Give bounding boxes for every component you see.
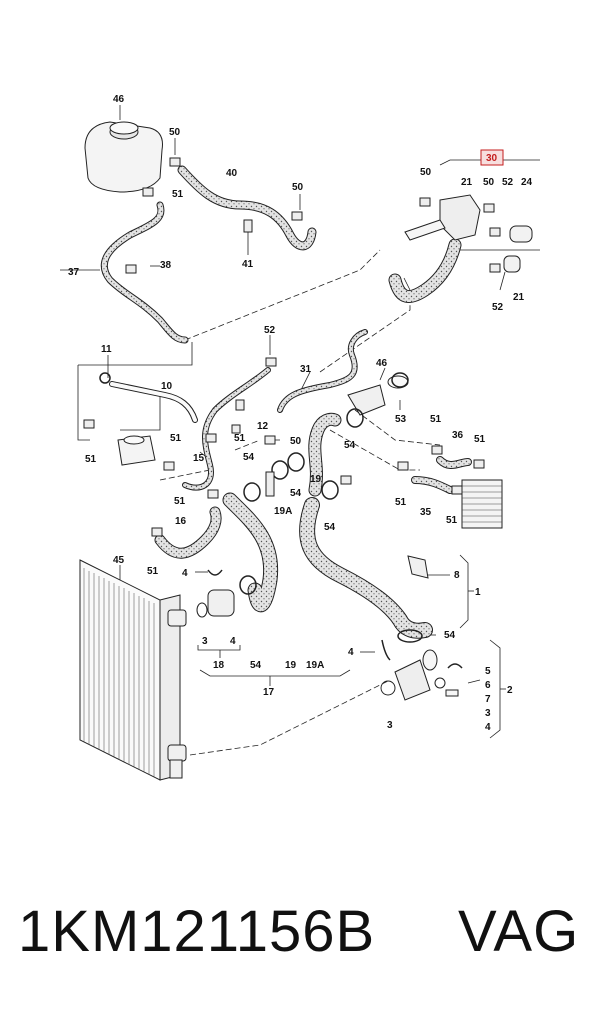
highlight-box-30 — [480, 149, 504, 166]
callout-51-e: 51 — [430, 414, 442, 425]
callout-19A-a: 19A — [274, 506, 292, 517]
callout-1: 1 — [475, 587, 481, 598]
callout-4-c: 4 — [348, 647, 354, 658]
callout-38: 38 — [160, 260, 172, 271]
fittings — [196, 555, 429, 661]
callout-19-b: 19 — [285, 660, 297, 671]
callout-51-h: 51 — [395, 497, 407, 508]
spring-clamps — [83, 157, 501, 537]
callout-51-j: 51 — [147, 566, 159, 577]
callout-53: 53 — [395, 414, 407, 425]
callout-labels: 46 50 51 40 50 41 37 38 30 50 21 50 52 2… — [68, 94, 533, 733]
callout-17: 17 — [263, 687, 275, 698]
callout-24: 24 — [521, 177, 533, 188]
callout-40: 40 — [226, 168, 238, 179]
callout-52-a: 52 — [502, 177, 514, 188]
callout-50-a: 50 — [169, 127, 181, 138]
callout-4-d: 4 — [485, 722, 491, 733]
callout-15: 15 — [193, 453, 205, 464]
callout-54-f: 54 — [250, 660, 262, 671]
callout-51-f: 51 — [474, 434, 486, 445]
callout-46-b: 46 — [376, 358, 388, 369]
callout-51-a: 51 — [172, 189, 184, 200]
callout-19A-b: 19A — [306, 660, 324, 671]
callout-12: 12 — [257, 421, 269, 432]
callout-10: 10 — [161, 381, 173, 392]
radiator — [79, 559, 187, 781]
part-number: 1KM121156B — [18, 899, 376, 964]
oil-cooler — [461, 479, 503, 529]
cooling-system-diagram: 46 50 51 40 50 41 37 38 30 50 21 50 52 2… — [60, 94, 540, 781]
callout-3-b: 3 — [485, 708, 491, 719]
brand-name: VAG — [458, 899, 580, 964]
callout-54-b: 54 — [243, 452, 255, 463]
callout-46-tank: 46 — [113, 94, 125, 105]
callout-4-b: 4 — [230, 636, 236, 647]
callout-5: 5 — [485, 666, 491, 677]
callout-50-d: 50 — [483, 177, 495, 188]
callout-2: 2 — [507, 685, 513, 696]
callout-3-c: 3 — [387, 720, 393, 731]
callout-54-c: 54 — [290, 488, 302, 499]
callout-50-b: 50 — [292, 182, 304, 193]
callout-37: 37 — [68, 267, 80, 278]
callout-54-d: 54 — [324, 522, 336, 533]
callout-54-e: 54 — [444, 630, 456, 641]
callout-18: 18 — [213, 660, 225, 671]
callout-51-g: 51 — [174, 496, 186, 507]
callout-16: 16 — [175, 516, 187, 527]
callout-51-c: 51 — [170, 433, 182, 444]
clamps — [99, 372, 423, 643]
small-reservoir — [117, 435, 156, 466]
callout-4-a: 4 — [182, 568, 188, 579]
callout-54-a: 54 — [344, 440, 356, 451]
callout-51-d: 51 — [234, 433, 246, 444]
callout-19-a: 19 — [310, 474, 322, 485]
callout-52-b: 52 — [492, 302, 504, 313]
callout-36: 36 — [452, 430, 464, 441]
callout-3-a: 3 — [202, 636, 208, 647]
callout-50-e: 50 — [290, 436, 302, 447]
callout-45: 45 — [113, 555, 125, 566]
callout-51-b: 51 — [85, 454, 97, 465]
callout-50-c: 50 — [420, 167, 432, 178]
callout-31: 31 — [300, 364, 312, 375]
callout-30: 30 — [486, 153, 498, 164]
expansion-tank — [84, 121, 163, 193]
callout-21-b: 21 — [513, 292, 525, 303]
callout-8: 8 — [454, 570, 460, 581]
callout-21-a: 21 — [461, 177, 473, 188]
callout-35: 35 — [420, 507, 432, 518]
thermostat-housing — [404, 194, 533, 273]
callout-51-i: 51 — [446, 515, 458, 526]
water-flange — [380, 649, 463, 701]
callout-6: 6 — [485, 680, 491, 691]
callout-41: 41 — [242, 259, 254, 270]
hoses — [100, 165, 472, 639]
callout-52-c: 52 — [264, 325, 276, 336]
callout-7: 7 — [485, 694, 491, 705]
callout-11: 11 — [101, 344, 112, 355]
